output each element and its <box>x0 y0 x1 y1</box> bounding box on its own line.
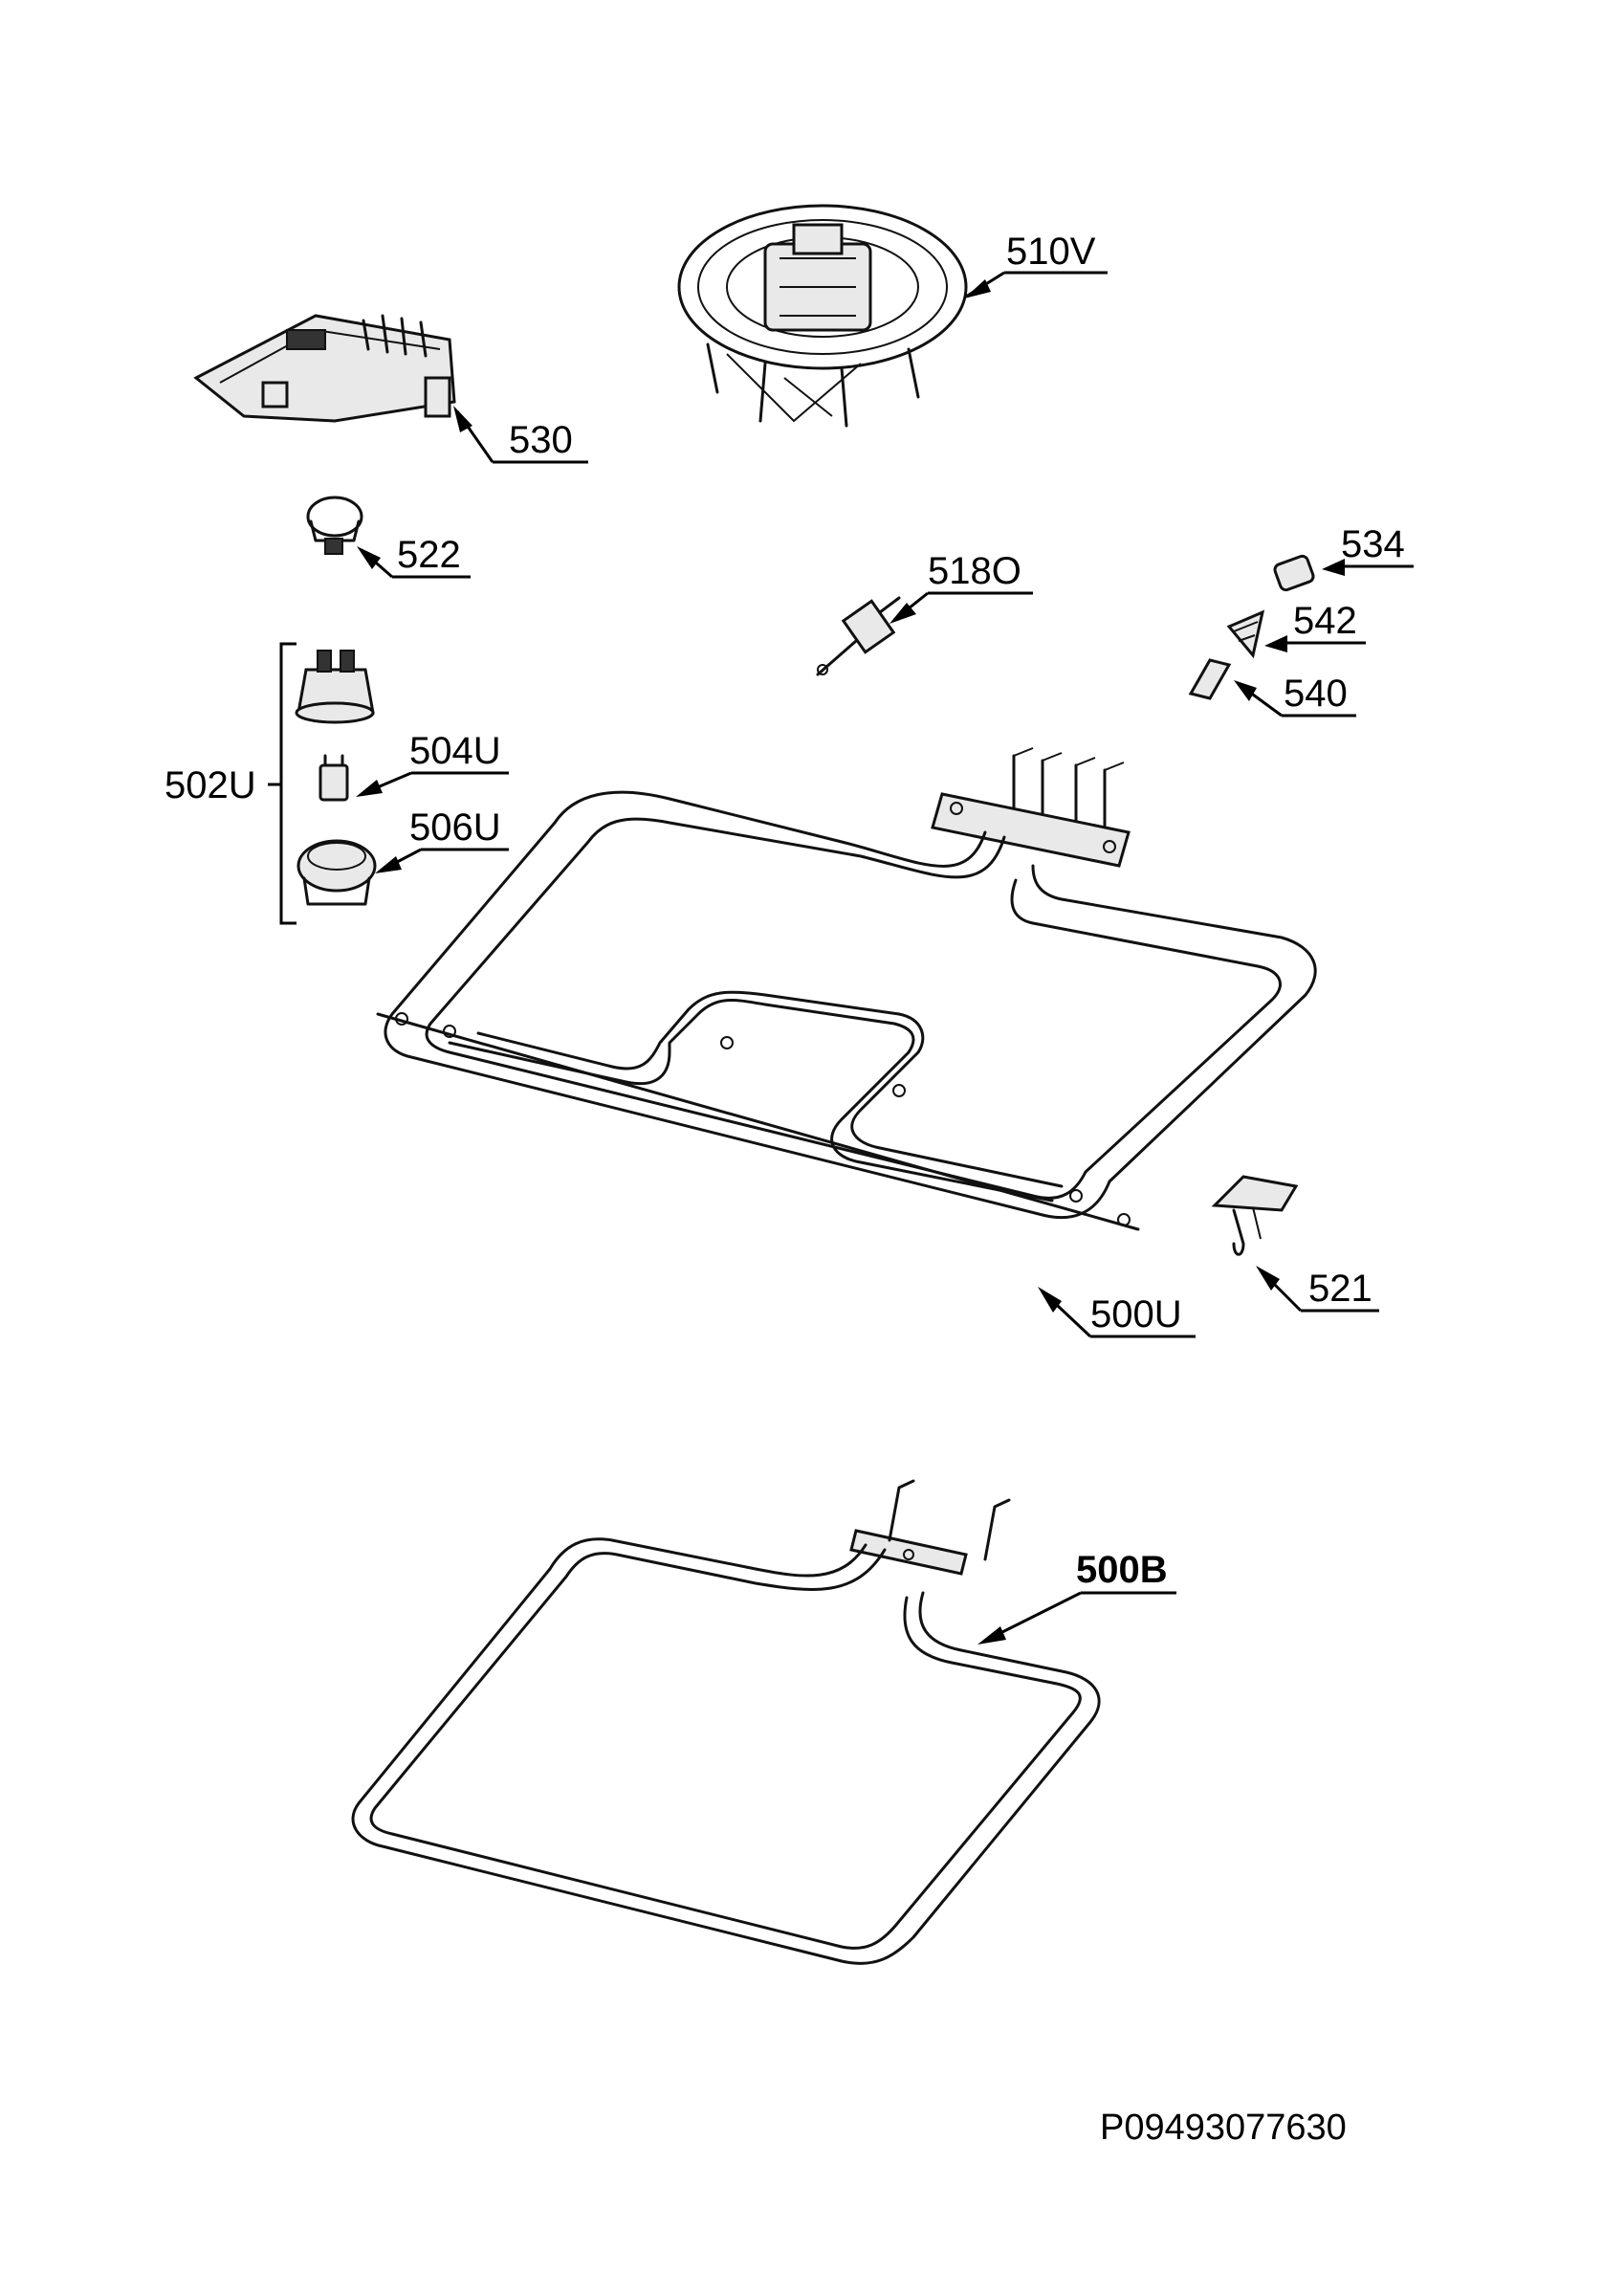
thermostat-sensor-callout: 518O <box>889 550 1033 624</box>
top-heating-element-label: 500U <box>1090 1293 1182 1336</box>
cap-callout: 534 <box>1322 523 1414 576</box>
top-heating-element-part <box>376 747 1317 1231</box>
top-heating-element-callout: 500U <box>1038 1287 1196 1338</box>
lamp-holder-label: 504U <box>409 730 501 772</box>
lamp-group-label: 502U <box>165 764 256 806</box>
clamp-part <box>306 496 363 555</box>
fan-motor-label: 510V <box>1006 231 1096 273</box>
lamp-holder-part <box>318 754 349 802</box>
lamp-cover-callout: 506U <box>375 806 509 873</box>
bracket-part <box>1211 1175 1299 1256</box>
terminal-block-callout: 530 <box>453 406 588 464</box>
clamp-label: 522 <box>397 534 461 576</box>
clamp-callout: 522 <box>357 534 471 579</box>
knob-adapter-callout: 542 <box>1264 600 1366 652</box>
terminal-block-part <box>193 314 456 423</box>
knob-adapter-part <box>1226 609 1265 659</box>
knob-adapter-label: 542 <box>1293 600 1357 642</box>
lamp-cover-label: 506U <box>409 806 501 849</box>
bracket-label: 521 <box>1308 1268 1372 1310</box>
lamp-cover-part <box>296 839 377 906</box>
spring-clip-part <box>1188 658 1232 700</box>
bottom-heating-element-label: 500B <box>1076 1549 1168 1591</box>
lamp-group-bracket: 502U <box>165 642 296 925</box>
fan-motor-callout: 510V <box>964 231 1108 298</box>
thermostat-sensor-part <box>816 596 901 676</box>
bottom-heating-element-callout: 500B <box>977 1549 1176 1645</box>
bracket-callout: 521 <box>1256 1266 1379 1313</box>
fan-motor-part <box>677 204 968 428</box>
spring-clip-label: 540 <box>1284 673 1348 715</box>
spring-clip-callout: 540 <box>1234 673 1356 718</box>
lamp-socket-part <box>295 650 375 724</box>
cap-label: 534 <box>1341 523 1405 565</box>
terminal-block-label: 530 <box>509 419 573 461</box>
thermostat-sensor-label: 518O <box>928 550 1021 592</box>
document-code: P09493077630 <box>1100 2108 1347 2148</box>
cap-part <box>1273 554 1315 592</box>
lamp-holder-callout: 504U <box>356 730 509 797</box>
bottom-heating-element-part <box>351 1479 1101 1965</box>
